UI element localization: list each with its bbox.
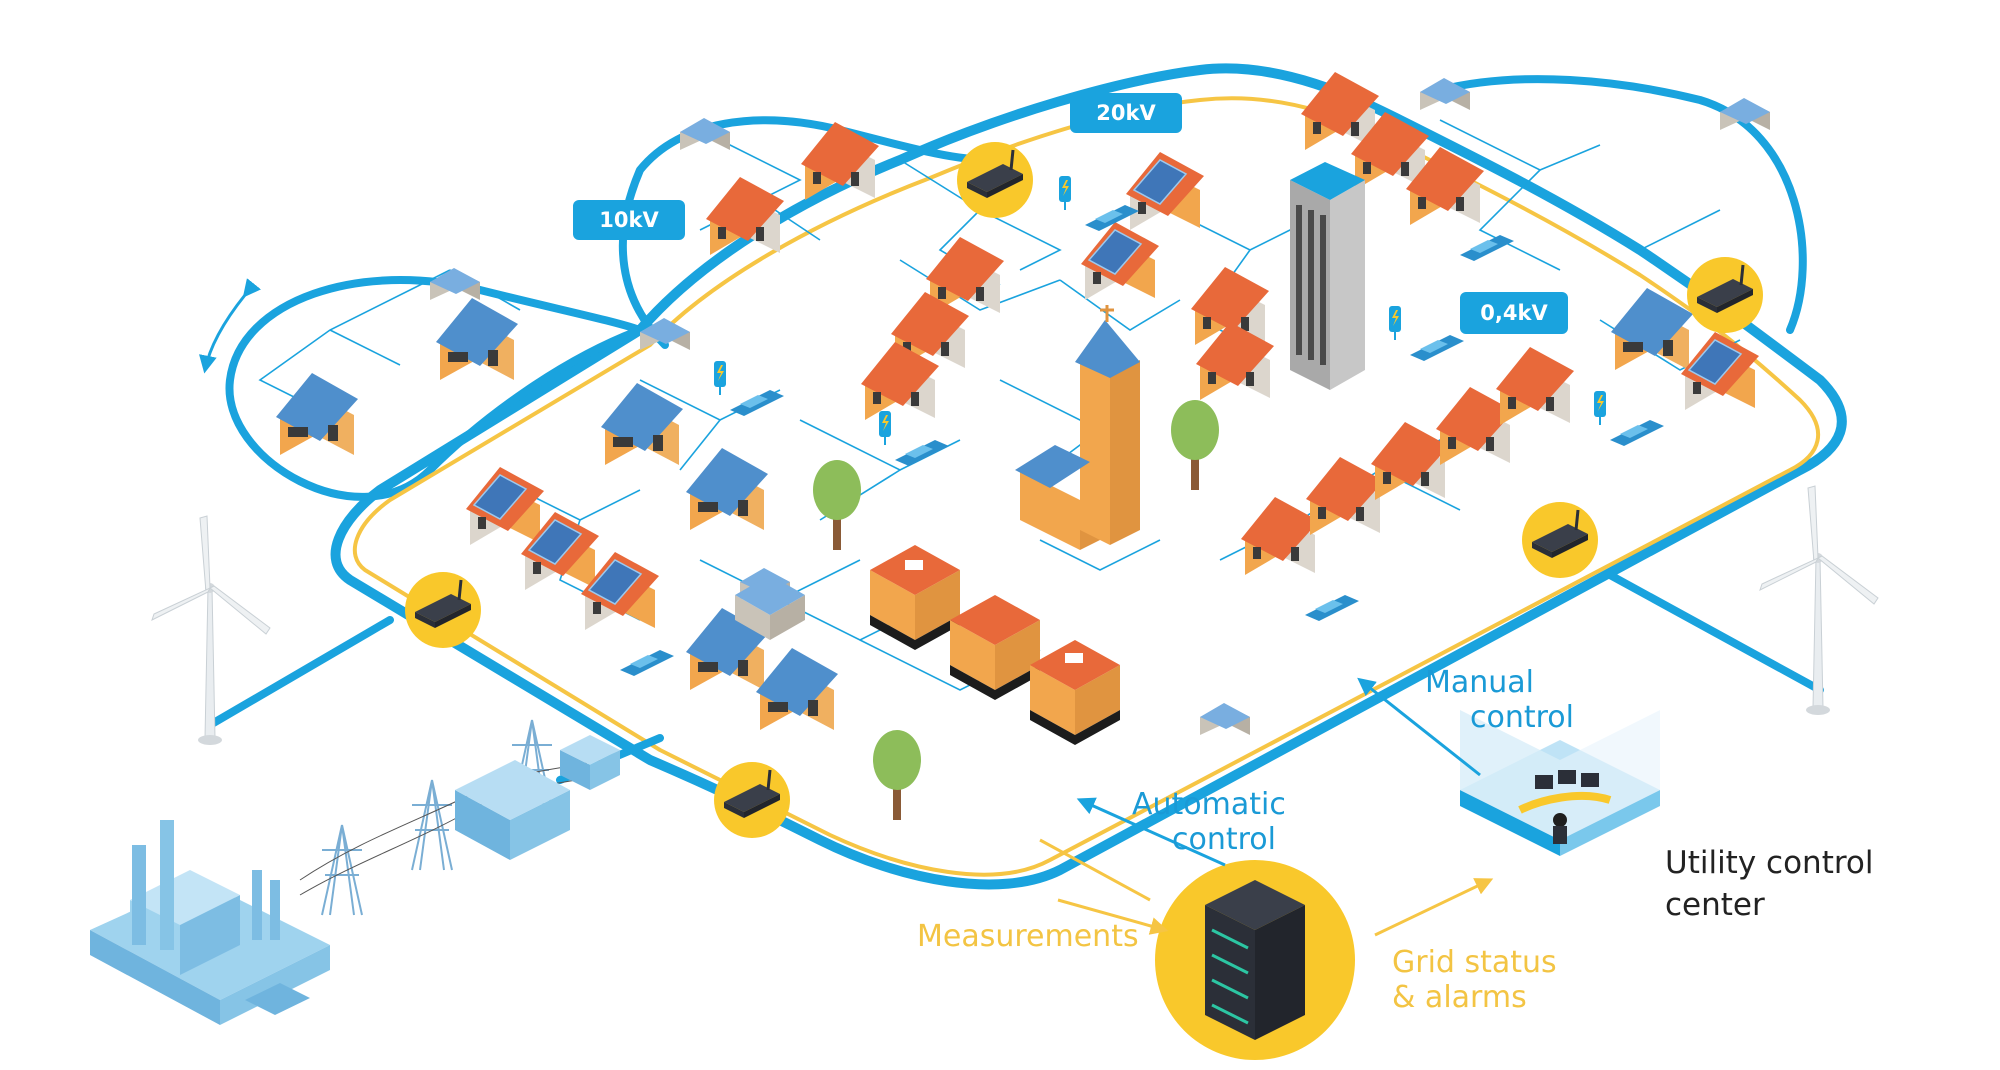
svg-text:& alarms: & alarms xyxy=(1392,980,1527,1015)
router-icon xyxy=(955,140,1035,220)
operator-desk-icon xyxy=(1460,710,1660,856)
svg-text:Measurements: Measurements xyxy=(917,919,1139,954)
power-plant-icon xyxy=(90,820,330,1025)
automatic-control-label: Automatic control xyxy=(1132,787,1286,857)
svg-text:Manual: Manual xyxy=(1425,665,1534,700)
router-icon xyxy=(1520,500,1600,580)
voltage-text-20kv: 20kV xyxy=(1096,101,1156,125)
wind-turbine-icon xyxy=(1759,485,1879,716)
svg-text:Grid status: Grid status xyxy=(1392,945,1557,980)
svg-text:Utility control: Utility control xyxy=(1665,845,1874,881)
router-icon xyxy=(1685,255,1765,335)
svg-text:center: center xyxy=(1665,887,1765,923)
top-houses xyxy=(706,72,1770,420)
transmission-substation xyxy=(455,735,620,860)
ev-charger-icon xyxy=(1058,175,1072,211)
grid-status-label: Grid status & alarms xyxy=(1392,945,1557,1015)
voltage-label-mv: 20kV xyxy=(1070,93,1182,133)
measurements-label: Measurements xyxy=(917,919,1139,954)
server-rack-icon xyxy=(1155,860,1355,1060)
svg-text:control: control xyxy=(1470,700,1574,735)
ev-charger-icon xyxy=(878,410,892,446)
router-icon xyxy=(712,760,792,840)
control-flow-arrows xyxy=(1039,677,1494,937)
ev-charger-icon xyxy=(713,360,727,396)
voltage-text-04kv: 0,4kV xyxy=(1480,301,1548,325)
manual-control-label: Manual control xyxy=(1425,665,1574,735)
wind-turbine-icon xyxy=(151,515,271,746)
church xyxy=(1015,305,1140,550)
office-blocks xyxy=(870,545,1120,745)
router-icon xyxy=(403,570,483,650)
ev-charger-icon xyxy=(1593,390,1607,426)
svg-text:control: control xyxy=(1172,822,1276,857)
svg-text:Automatic: Automatic xyxy=(1132,787,1286,822)
voltage-label-lv: 0,4kV xyxy=(1460,292,1568,334)
rotation-arrows-icon xyxy=(199,278,262,374)
ev-charger-icon xyxy=(1388,305,1402,341)
control-center-label: Utility control center xyxy=(1665,845,1874,923)
storage-shed xyxy=(735,575,805,640)
voltage-text-10kv: 10kV xyxy=(599,208,659,232)
apartment-tower xyxy=(1290,162,1365,390)
voltage-label-hv: 10kV xyxy=(573,200,685,240)
